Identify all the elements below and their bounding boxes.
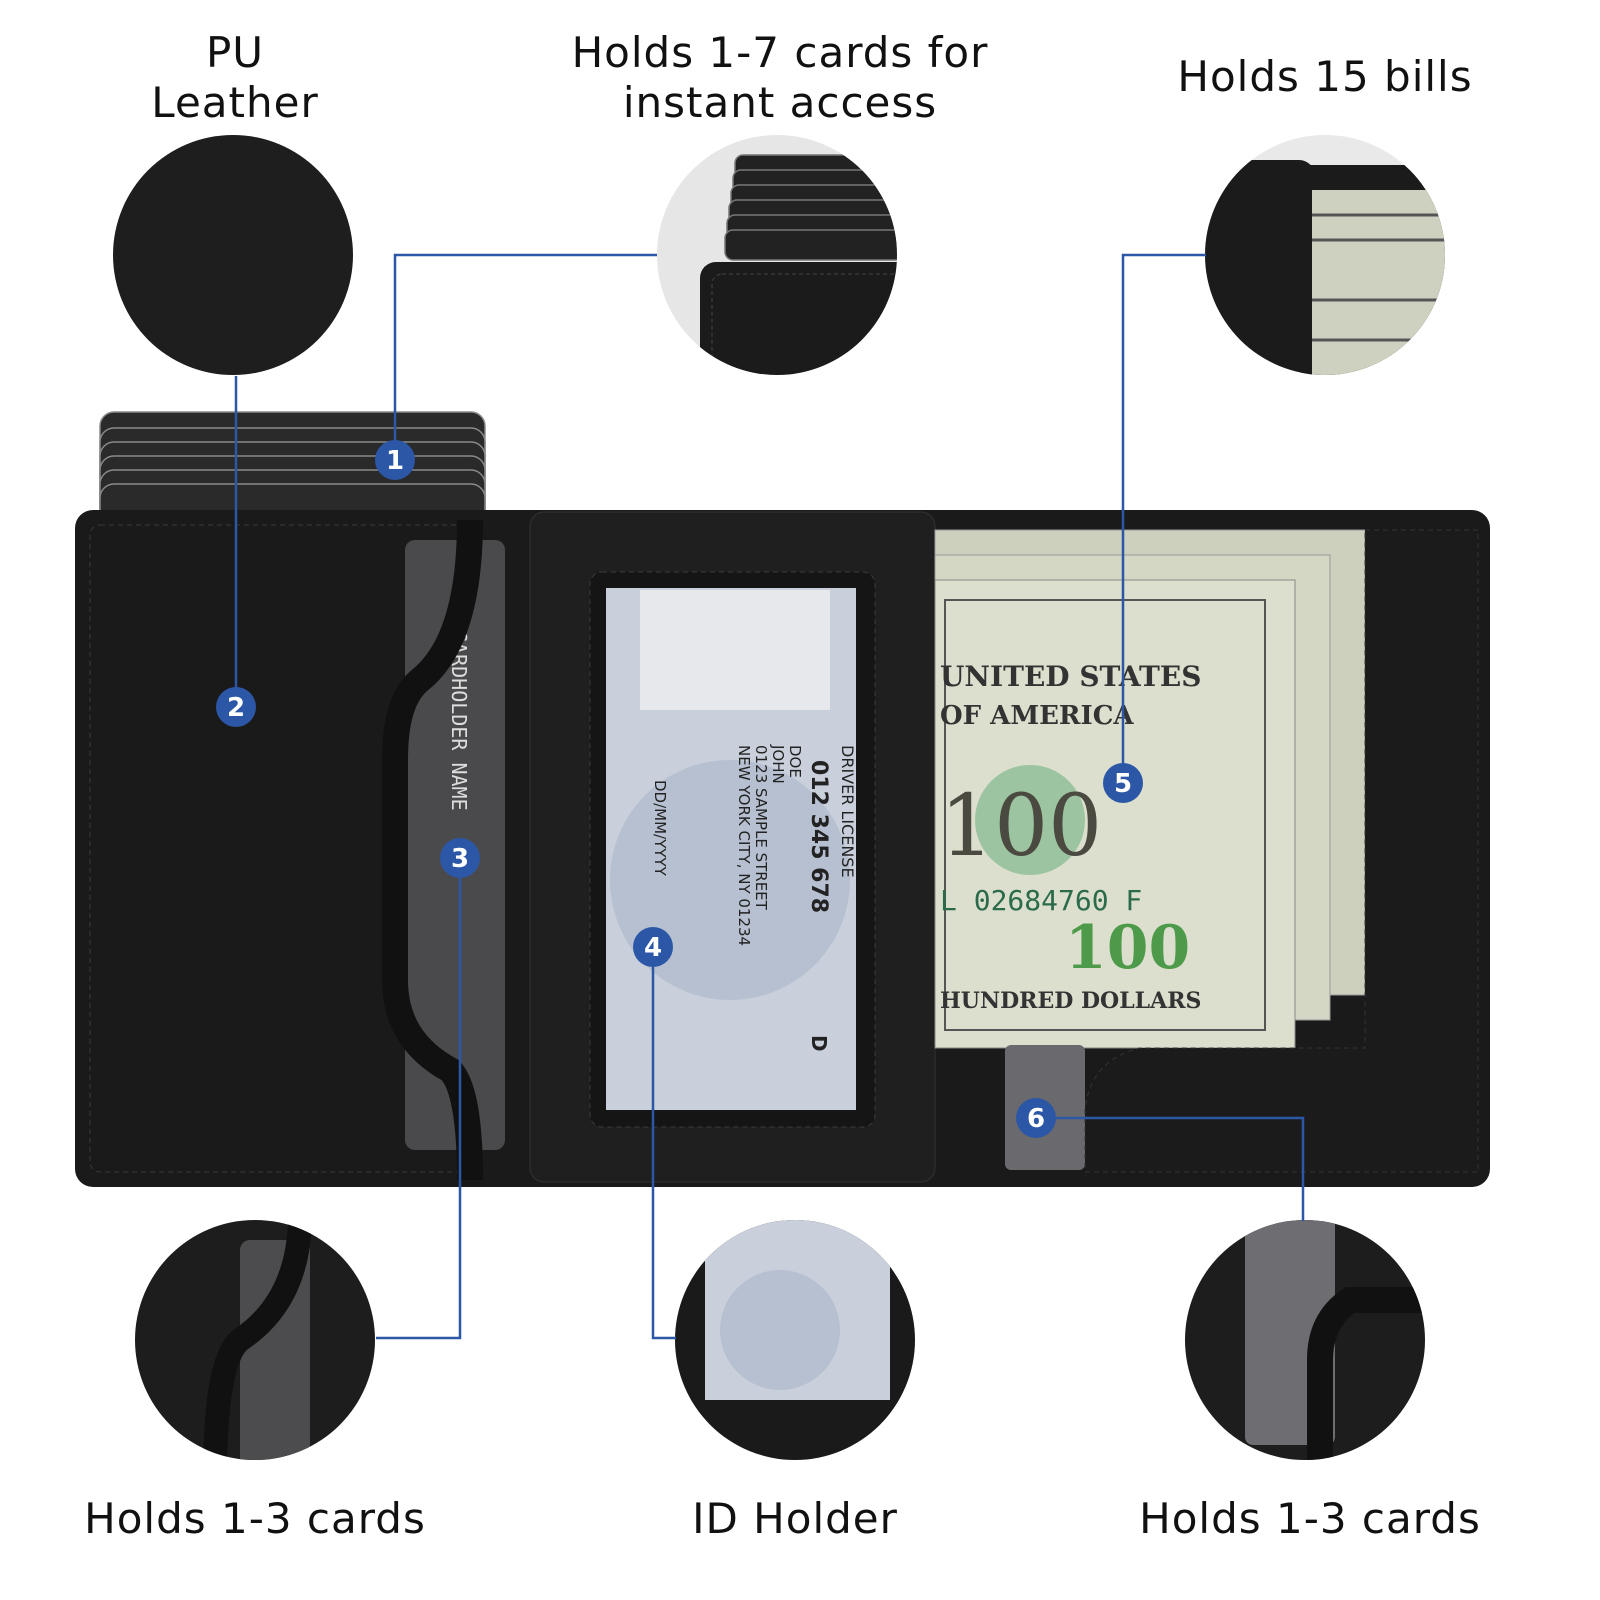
bill-bottom-text: HUNDRED DOLLARS xyxy=(940,988,1201,1014)
label-id-holder: ID Holder xyxy=(692,1494,898,1543)
bill-denomination-green: 100 xyxy=(1065,913,1190,983)
license-title: DRIVER LICENSE xyxy=(838,745,857,878)
marker-2[interactable]: 2 xyxy=(216,687,256,727)
license-dob: DD/MM/YYYY xyxy=(651,780,669,877)
marker-4-label: 4 xyxy=(644,933,662,963)
bills-detail-circle xyxy=(1205,135,1445,375)
callout-lines xyxy=(234,253,1305,1340)
label-holds-cards-right: Holds 1-3 cards xyxy=(1139,1494,1481,1543)
license-class: D xyxy=(807,1035,831,1052)
marker-1[interactable]: 1 xyxy=(375,440,415,480)
card-slot-right-detail-circle xyxy=(1185,1220,1425,1460)
id-holder-detail-circle xyxy=(675,1220,915,1460)
bill-country-1: UNITED STATES xyxy=(940,660,1201,693)
marker-2-label: 2 xyxy=(227,693,245,723)
marker-4[interactable]: 4 xyxy=(633,927,673,967)
label-pu-leather: PU Leather xyxy=(151,28,319,127)
label-holds-cards-left: Holds 1-3 cards xyxy=(84,1494,426,1543)
bill-serial: L 02684760 F xyxy=(940,884,1142,917)
marker-5-label: 5 xyxy=(1114,769,1132,799)
marker-3-label: 3 xyxy=(451,844,469,874)
label-holds-bills: Holds 15 bills xyxy=(1177,52,1473,101)
cards-detail-circle xyxy=(657,135,897,375)
license-id: 012 345 678 xyxy=(806,760,831,913)
marker-3[interactable]: 3 xyxy=(440,838,480,878)
leather-detail-circle xyxy=(113,135,353,375)
bill-denomination-large: 100 xyxy=(940,777,1102,876)
license-first-name: JOHN xyxy=(769,744,787,784)
wallet: CARDHOLDER NAME DRIVER LICENSE 012 345 6… xyxy=(75,411,1490,1187)
bill-country-2: OF AMERICA xyxy=(940,701,1134,731)
marker-6[interactable]: 6 xyxy=(1016,1098,1056,1138)
license-street: 0123 SAMPLE STREET xyxy=(752,745,770,911)
marker-1-label: 1 xyxy=(386,446,404,476)
license-last-name: DOE xyxy=(786,745,804,778)
label-holds-cards-instant: Holds 1-7 cards for instant access xyxy=(571,28,989,127)
marker-6-label: 6 xyxy=(1027,1104,1045,1134)
card-slot-left-detail-circle xyxy=(135,1220,375,1460)
license-city: NEW YORK CITY, NY 01234 xyxy=(735,745,753,946)
marker-5[interactable]: 5 xyxy=(1103,763,1143,803)
